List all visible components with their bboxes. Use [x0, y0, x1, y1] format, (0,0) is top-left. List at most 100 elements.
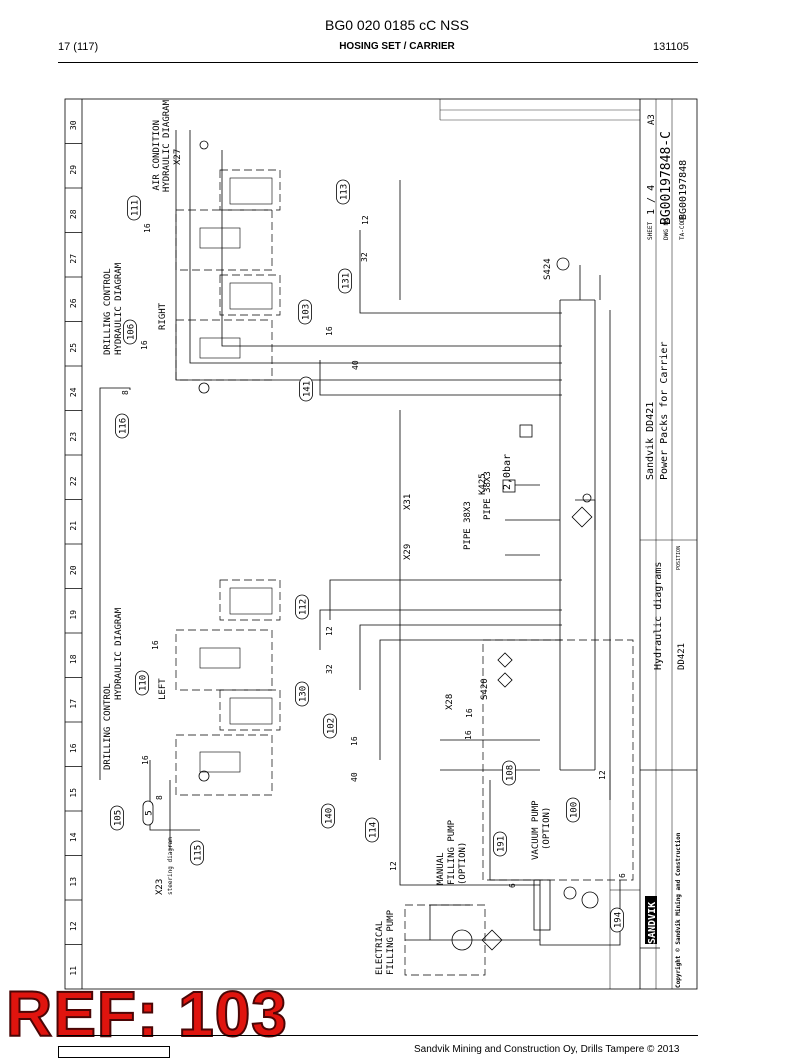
label-s420: S420: [480, 678, 490, 700]
callout-103: 103: [298, 299, 312, 325]
pipe-size-label: 40: [350, 772, 359, 782]
zone-number: 20: [69, 565, 78, 575]
valve-blocks: [199, 177, 273, 773]
pipe-size-label: 32: [360, 252, 369, 262]
svg-text:103: 103: [302, 304, 312, 320]
svg-text:5: 5: [145, 810, 155, 815]
zone-number: 17: [69, 699, 78, 709]
title-block: [439, 99, 697, 989]
svg-text:141: 141: [303, 381, 313, 397]
label-vacuum-2: (OPTION): [542, 807, 552, 850]
label-hydraulic-diagram-left: HYDRAULIC DIAGRAM: [114, 607, 124, 700]
svg-text:108: 108: [506, 765, 516, 781]
callout-141: 141: [299, 376, 313, 402]
ta-code: BG00197848: [678, 160, 689, 220]
label-x28: X28: [445, 694, 455, 710]
zone-number: 13: [69, 877, 78, 887]
product-name: Sandvik DD421: [645, 402, 656, 480]
label-steering-diagram: steering diagram: [167, 837, 174, 895]
label-air-condition: AIR CONDITION: [152, 120, 162, 190]
header-divider: [58, 62, 698, 63]
callout-194: 194: [610, 907, 624, 933]
label-manual-2: FILLING PUMP: [447, 819, 457, 885]
zone-number: 25: [69, 343, 78, 353]
zone-number: 27: [69, 254, 78, 264]
svg-text:114: 114: [369, 822, 379, 838]
drawing-frame: [64, 98, 698, 990]
svg-text:116: 116: [119, 418, 129, 434]
pipe-size-label: 16: [151, 640, 160, 650]
sheet-size: A3: [647, 114, 657, 125]
zone-number: 11: [69, 966, 78, 976]
label-k425: K425: [478, 473, 488, 495]
svg-text:105: 105: [114, 810, 124, 826]
label-pipe-1: PIPE 38X3: [463, 501, 473, 550]
pipe-size-label: 16: [350, 736, 359, 746]
callout-102: 102: [323, 713, 337, 739]
callout-116: 116: [115, 413, 129, 439]
callout-114: 114: [365, 817, 379, 843]
zone-number: 15: [69, 788, 78, 798]
sheet-number: 1 / 4: [646, 185, 657, 215]
position-label: POSITION: [676, 546, 682, 570]
pipe-size-label: 16: [465, 708, 474, 718]
zone-number: 23: [69, 432, 78, 442]
svg-text:130: 130: [299, 686, 309, 702]
pipe-size-label: 16: [464, 730, 473, 740]
sheet-label: SHEET: [647, 222, 654, 240]
ta-code-label: TA-CODE: [679, 214, 686, 240]
dwg-number: BG00197848-C: [659, 131, 674, 225]
svg-text:100: 100: [570, 802, 580, 818]
callout-110: 110: [135, 670, 149, 696]
pipe-size-label: 6: [508, 883, 517, 888]
callout-100: 100: [566, 797, 580, 823]
label-manual-1: MANUAL: [436, 852, 446, 885]
pipe-size-label: 16: [141, 755, 150, 765]
document-title: BG0 020 0185 cC NSS: [325, 17, 469, 33]
pipe-size-label: 16: [325, 326, 334, 336]
model: DD421: [677, 643, 687, 670]
callout-131: 131: [338, 268, 352, 294]
pipe-size-label: 32: [325, 664, 334, 674]
pipe-size-label: 8: [155, 795, 164, 800]
zone-number: 14: [69, 832, 78, 842]
zone-number: 30: [69, 120, 78, 130]
zone-number: 22: [69, 476, 78, 486]
zone-number: 18: [69, 654, 78, 664]
pipe-size-label: 16: [143, 223, 152, 233]
label-electrical-1: ELECTRICAL: [375, 921, 385, 975]
pipe-size-label: 40: [351, 360, 360, 370]
reference-stamp: REF: 103: [5, 978, 288, 1050]
callout-111: 111: [127, 195, 141, 221]
footer-divider: [58, 1035, 698, 1036]
svg-text:191: 191: [497, 836, 507, 852]
pipe-size-label: 12: [389, 861, 398, 871]
svg-text:110: 110: [139, 675, 149, 691]
product-subtitle: Power Packs for Carrier: [659, 342, 670, 480]
label-hydraulic-diagram-right: HYDRAULIC DIAGRAM: [114, 262, 124, 355]
callout-106: 106: [123, 319, 137, 345]
callout-130: 130: [295, 681, 309, 707]
footer-logo: [58, 1046, 170, 1058]
zone-number: 19: [69, 610, 78, 620]
callout-115: 115: [190, 840, 204, 866]
label-manual-3: (OPTION): [458, 842, 468, 885]
label-left: LEFT: [158, 678, 168, 700]
label-pipe-2: PIPE 38X3: [483, 471, 493, 520]
zone-ticks: [65, 143, 82, 945]
label-drilling-control-left: DRILLING CONTROL: [103, 683, 113, 770]
label-s424: S424: [543, 258, 553, 280]
svg-text:111: 111: [131, 200, 141, 216]
document-date-code: 131105: [653, 41, 689, 53]
label-right: RIGHT: [158, 302, 168, 330]
callout-5: 5: [142, 800, 155, 826]
component-boundaries: [175, 169, 634, 976]
pipe-size-label: 12: [325, 626, 334, 636]
sandvik-logo: SANDVIK: [647, 902, 658, 944]
label-pressure: 2,0bar: [502, 454, 513, 490]
svg-text:106: 106: [127, 324, 137, 340]
label-x23: X23: [155, 879, 165, 895]
